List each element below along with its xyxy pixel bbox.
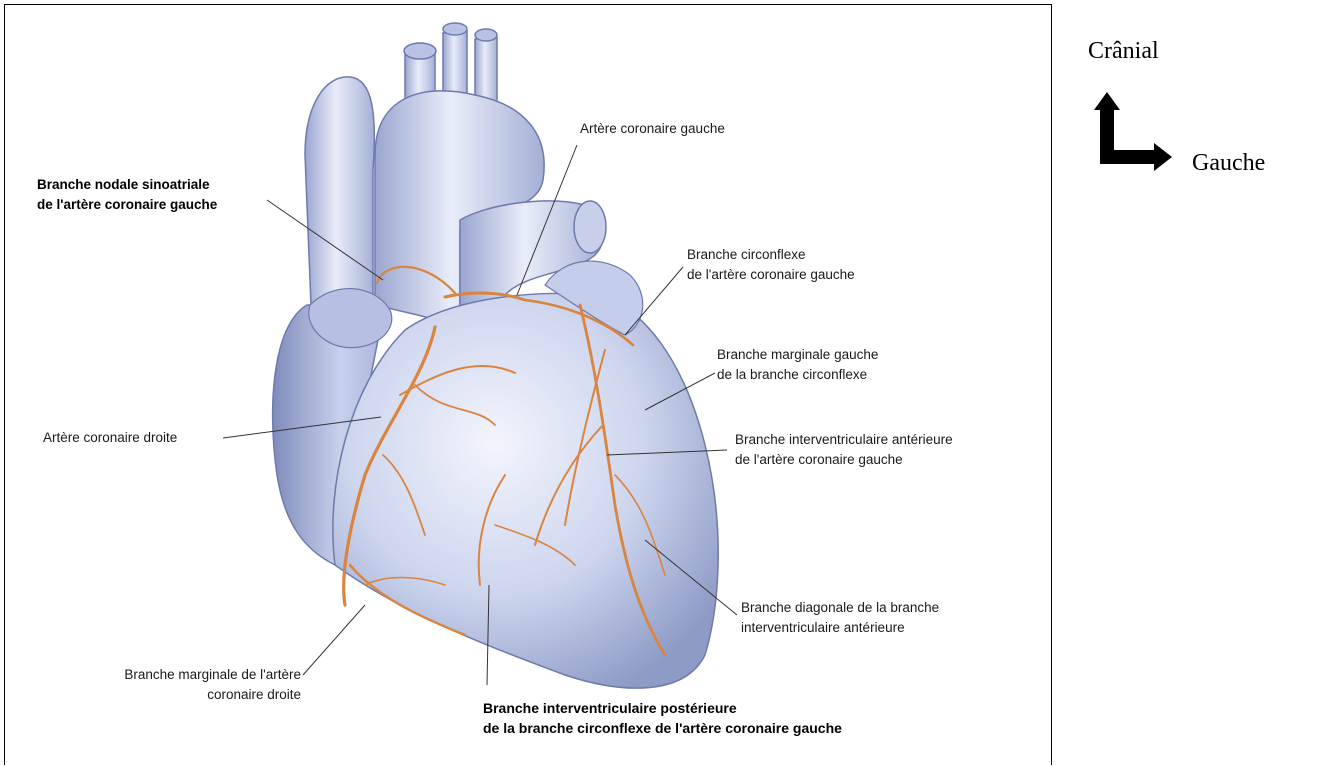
orientation-right-label: Gauche — [1192, 150, 1265, 177]
label-circumflex-branch: Branche circonflexe de l'artère coronair… — [687, 245, 855, 285]
orientation-up-label: Crânial — [1088, 38, 1159, 65]
label-right-marginal-branch: Branche marginale de l'artère coronaire … — [55, 665, 301, 705]
label-sinoatrial-nodal-branch: Branche nodale sinoatriale de l'artère c… — [37, 175, 217, 215]
ventricles — [333, 293, 718, 688]
label-posterior-interventricular-branch: Branche interventriculaire postérieure d… — [483, 698, 842, 738]
orientation-arrow-icon — [1092, 88, 1182, 178]
label-anterior-interventricular-branch: Branche interventriculaire antérieure de… — [735, 430, 953, 470]
superior-vena-cava — [305, 77, 374, 305]
label-right-coronary-artery: Artère coronaire droite — [43, 428, 177, 448]
label-diagonal-branch: Branche diagonale de la branche interven… — [741, 598, 939, 638]
label-left-marginal-branch: Branche marginale gauche de la branche c… — [717, 345, 878, 385]
figure-frame: Branche nodale sinoatriale de l'artère c… — [4, 4, 1052, 765]
heart-illustration — [5, 5, 1053, 766]
leader-right-marginal — [303, 605, 365, 675]
label-left-coronary-artery: Artère coronaire gauche — [580, 119, 725, 139]
